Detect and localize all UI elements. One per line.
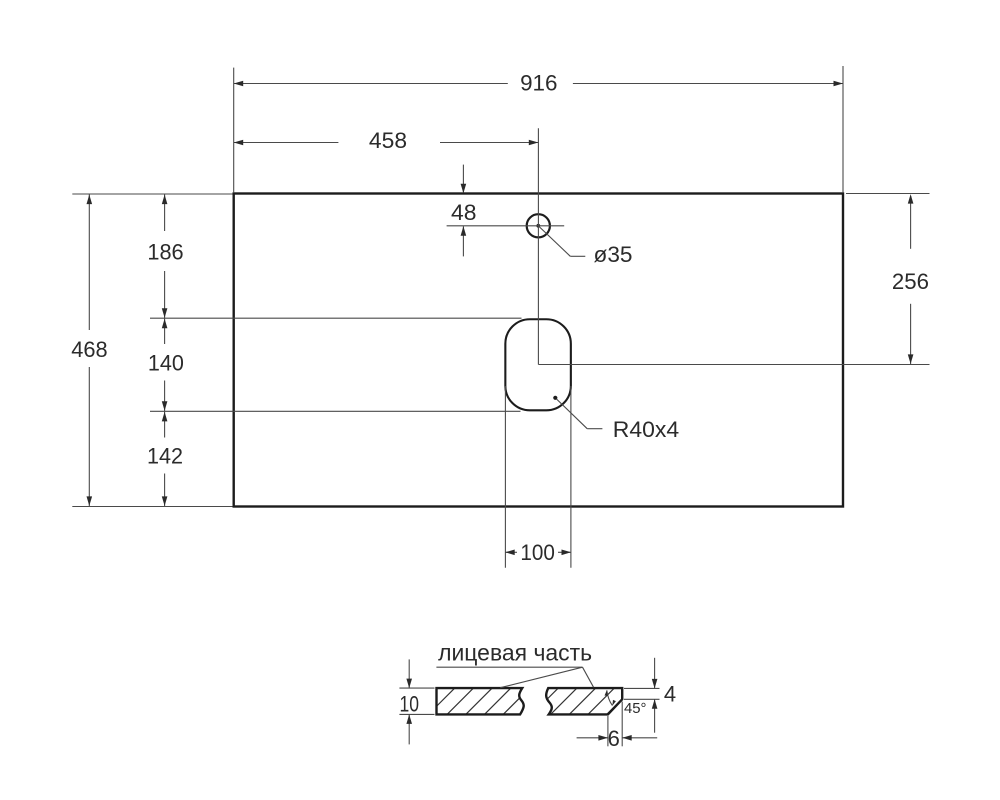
svg-text:лицевая часть: лицевая часть — [438, 640, 592, 666]
svg-text:468: 468 — [71, 337, 107, 362]
svg-text:458: 458 — [369, 128, 407, 153]
svg-text:4: 4 — [664, 682, 676, 707]
svg-text:142: 142 — [147, 444, 183, 469]
svg-text:100: 100 — [520, 540, 555, 565]
svg-text:916: 916 — [520, 71, 557, 96]
svg-text:R40x4: R40x4 — [613, 417, 679, 442]
svg-text:48: 48 — [451, 200, 477, 225]
svg-text:6: 6 — [608, 726, 620, 751]
svg-text:186: 186 — [147, 240, 183, 265]
svg-text:10: 10 — [400, 692, 420, 717]
svg-text:140: 140 — [148, 351, 184, 376]
svg-text:256: 256 — [892, 269, 929, 294]
svg-text:ø35: ø35 — [594, 242, 633, 267]
svg-text:45°: 45° — [624, 700, 647, 717]
